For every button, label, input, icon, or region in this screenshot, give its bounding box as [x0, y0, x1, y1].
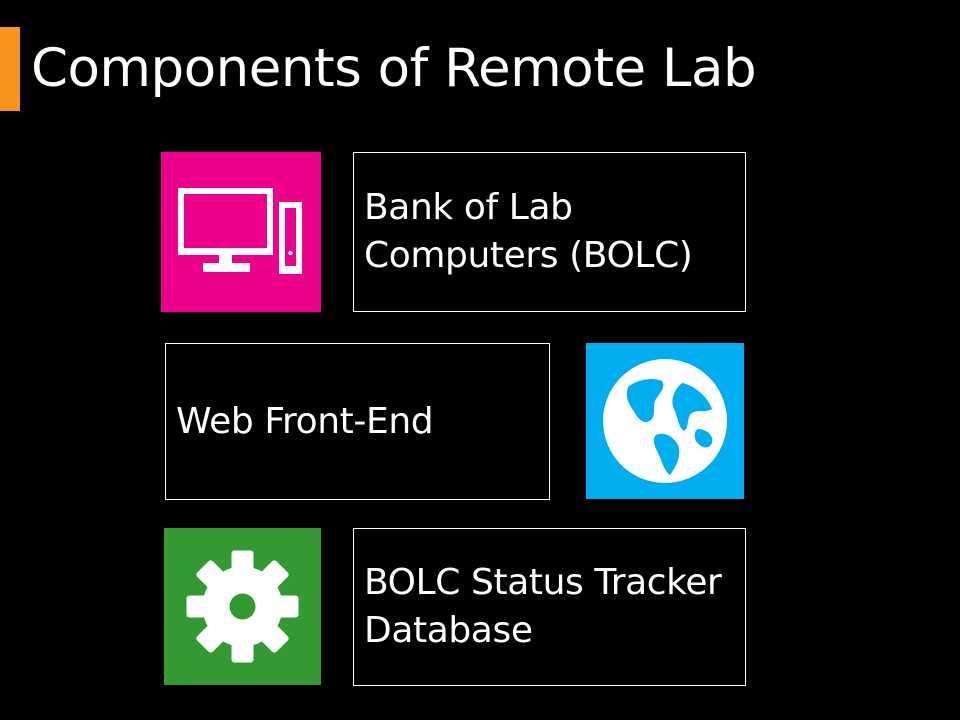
globe-icon	[603, 359, 727, 483]
gear-icon	[186, 550, 299, 663]
component-label-web-front-end: Web Front-End	[176, 400, 434, 442]
desktop-computer-icon	[178, 188, 302, 274]
component-box-status-tracker: BOLC Status Tracker Database	[353, 528, 746, 686]
component-box-bolc: Bank of Lab Computers (BOLC)	[353, 152, 746, 312]
title-accent-bar	[0, 27, 20, 111]
database-tile	[164, 528, 321, 685]
web-tile	[586, 343, 744, 499]
slide-title: Components of Remote Lab	[31, 38, 757, 99]
component-box-web-front-end: Web Front-End	[165, 343, 550, 500]
component-label-status-tracker: BOLC Status Tracker Database	[364, 562, 722, 651]
computers-tile	[161, 152, 321, 312]
component-label-bolc: Bank of Lab Computers (BOLC)	[364, 187, 693, 276]
